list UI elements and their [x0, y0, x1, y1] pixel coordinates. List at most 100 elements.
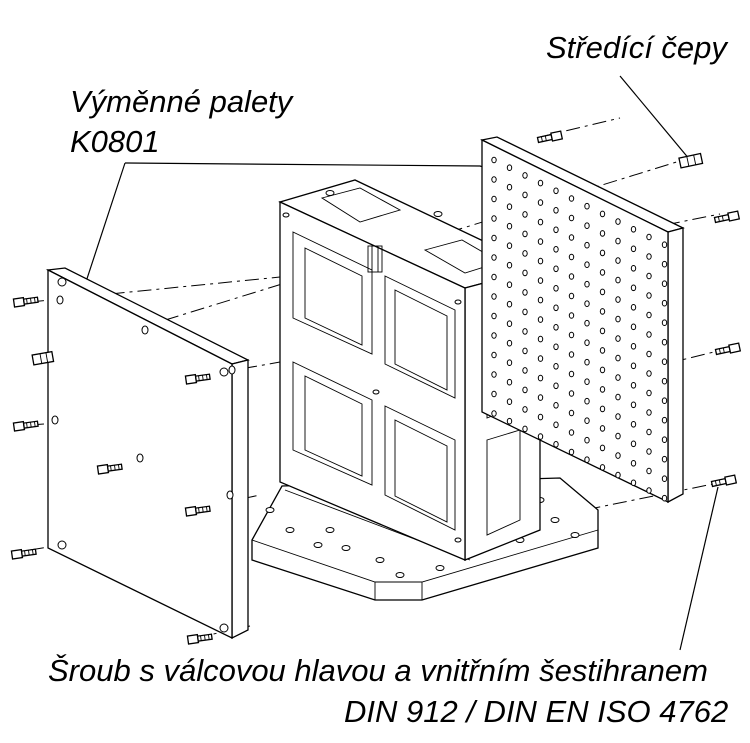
perforation-hole: [568, 331, 575, 339]
perforation-hole: [537, 218, 544, 226]
perforation-hole: [599, 249, 606, 257]
perforation-hole: [522, 347, 528, 355]
perforation-hole: [522, 367, 528, 374]
screw: [184, 505, 211, 517]
perforation-hole: [646, 428, 652, 436]
centering-pin: [678, 152, 704, 169]
perforation-hole: [491, 332, 497, 339]
perforation-hole: [506, 164, 513, 171]
perforation-hole: [568, 370, 575, 378]
perforation-hole: [553, 421, 559, 429]
perforation-hole: [661, 377, 668, 385]
perforation-hole: [646, 331, 652, 338]
perforation-hole: [568, 351, 575, 358]
screw: [96, 463, 123, 475]
perforation-hole: [599, 347, 606, 354]
perforation-hole: [584, 280, 590, 288]
perforation-hole: [599, 308, 606, 315]
perforation-hole: [506, 300, 513, 308]
perforation-hole: [584, 222, 590, 229]
perforation-hole: [537, 413, 544, 421]
perforation-hole: [568, 214, 575, 222]
perforation-hole: [537, 179, 544, 187]
perforation-hole: [630, 362, 637, 370]
perforation-hole: [506, 339, 513, 347]
perforation-hole: [537, 238, 544, 245]
screw: [710, 474, 738, 488]
perforation-hole: [537, 199, 544, 206]
perforation-hole: [537, 316, 544, 323]
perforation-hole: [584, 397, 590, 405]
screw: [714, 342, 742, 356]
perforation-hole: [599, 405, 606, 413]
perforation-hole: [568, 292, 575, 300]
perforation-hole: [661, 416, 668, 424]
perforation-hole: [661, 436, 668, 444]
perforation-hole: [491, 273, 497, 281]
perforation-hole: [646, 272, 652, 280]
perforation-hole: [599, 230, 606, 237]
perforation-hole-grid: [491, 156, 668, 502]
perforation-hole: [599, 444, 606, 452]
label-screw-line1: Šroub s válcovou hlavou a vnitřním šesti…: [48, 653, 708, 688]
perforation-hole: [584, 358, 590, 366]
perforation-hole: [568, 390, 575, 397]
perforation-hole: [553, 304, 559, 312]
perforation-hole: [615, 452, 621, 459]
perforation-hole: [537, 433, 544, 440]
perforation-hole: [491, 371, 497, 378]
perforation-hole: [630, 245, 637, 253]
perforation-hole: [568, 234, 575, 241]
perforation-hole: [615, 432, 621, 440]
perforation-hole: [553, 363, 559, 370]
perforation-hole: [646, 409, 652, 416]
perforation-hole: [522, 406, 528, 413]
perforation-hole: [646, 487, 652, 494]
perforation-hole: [553, 285, 559, 292]
perforation-hole: [491, 195, 497, 203]
perforation-hole: [506, 222, 513, 230]
screws-left: [10, 296, 213, 645]
perforation-hole: [661, 397, 668, 405]
perforation-hole: [584, 339, 590, 347]
perforation-hole: [584, 378, 590, 386]
perforation-hole: [553, 226, 559, 234]
perforation-hole: [506, 261, 513, 269]
perforation-hole: [568, 429, 575, 436]
perforation-hole: [522, 230, 528, 238]
perforation-hole: [630, 265, 637, 272]
perforation-hole: [522, 269, 528, 277]
perforation-hole: [615, 237, 621, 245]
perforation-hole: [537, 355, 544, 362]
perforation-hole: [584, 261, 590, 269]
perforation-hole: [491, 351, 497, 359]
perforation-hole: [661, 260, 668, 268]
perforation-hole: [568, 195, 575, 202]
perforation-hole: [599, 386, 606, 393]
perforation-hole: [553, 246, 559, 253]
perforation-hole: [491, 410, 497, 417]
perforation-hole: [630, 479, 637, 487]
perforation-hole: [553, 343, 559, 351]
screw: [12, 296, 39, 308]
perforation-hole: [537, 277, 544, 284]
perforation-hole: [522, 308, 528, 316]
label-pallets-line2: K0801: [70, 124, 160, 159]
perforation-hole: [584, 456, 590, 464]
perforation-hole: [553, 207, 559, 214]
perforation-hole: [584, 417, 590, 425]
perforation-hole: [568, 253, 575, 261]
perforation-hole: [630, 401, 637, 409]
perforation-hole: [506, 281, 513, 289]
centering-pin: [31, 350, 55, 366]
screw: [184, 373, 211, 385]
perforation-hole: [615, 218, 621, 225]
perforation-hole: [615, 393, 621, 401]
screw: [10, 548, 37, 560]
right-pallet-plate: [480, 136, 685, 504]
perforation-hole: [491, 390, 497, 398]
perforation-hole: [568, 448, 575, 456]
perforation-hole: [553, 402, 559, 409]
perforation-hole: [522, 250, 528, 257]
